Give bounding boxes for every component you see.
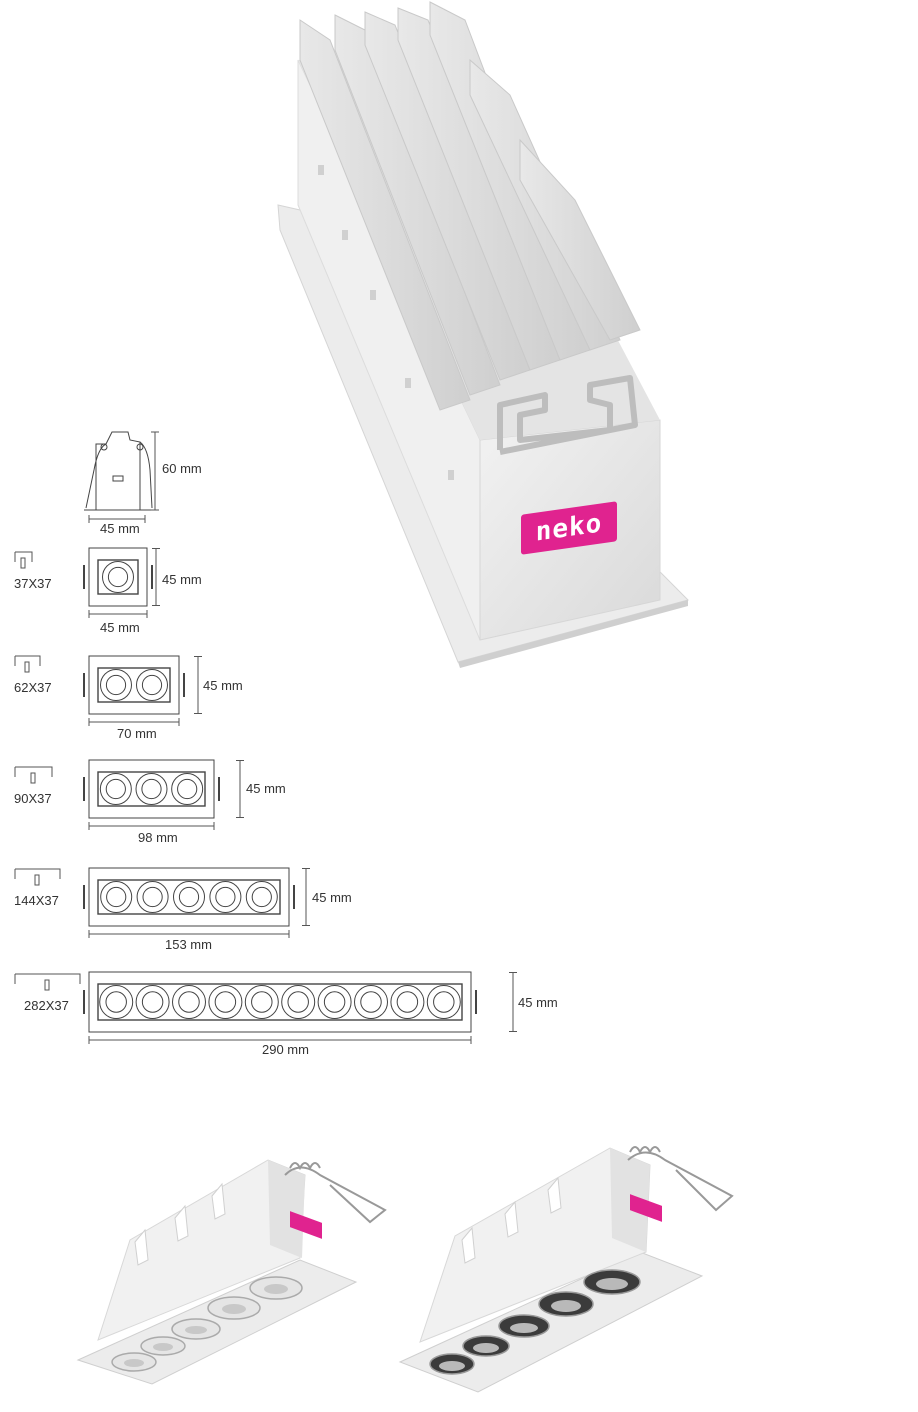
variant-height-label: 45 mm xyxy=(203,678,243,693)
hero-product-image xyxy=(277,1,689,668)
profile-diagram xyxy=(84,431,159,523)
variant-height-label: 45 mm xyxy=(246,781,286,796)
brand-logo-text: neko xyxy=(535,508,603,548)
cutout-bracket-icon xyxy=(14,973,81,991)
height-dimension-line xyxy=(194,656,202,714)
variant-code: 62X37 xyxy=(14,680,52,695)
cutout-bracket-icon xyxy=(14,868,61,886)
variant-width-label: 45 mm xyxy=(100,620,140,635)
reflector-version-image xyxy=(76,1159,387,1385)
variant-front-view xyxy=(83,547,153,618)
variant-width-label: 98 mm xyxy=(138,830,178,845)
variant-height-label: 45 mm xyxy=(312,890,352,905)
variant-width-label: 70 mm xyxy=(117,726,157,741)
height-dimension-line xyxy=(236,760,244,818)
cutout-bracket-icon xyxy=(14,551,33,569)
variant-code: 282X37 xyxy=(24,998,69,1013)
height-dimension-line xyxy=(509,972,517,1032)
variant-code: 144X37 xyxy=(14,893,59,908)
height-dimension-line xyxy=(152,548,160,606)
variant-front-view xyxy=(83,971,477,1044)
black-cup-version-image xyxy=(398,1146,734,1393)
variant-front-view xyxy=(83,867,295,938)
cutout-bracket-icon xyxy=(14,766,53,784)
profile-width-label: 45 mm xyxy=(100,521,140,536)
height-dimension-line xyxy=(302,868,310,926)
cutout-bracket-icon xyxy=(14,655,41,673)
variant-code: 37X37 xyxy=(14,576,52,591)
variant-height-label: 45 mm xyxy=(162,572,202,587)
variant-front-view xyxy=(83,759,220,830)
variant-code: 90X37 xyxy=(14,791,52,806)
variant-width-label: 290 mm xyxy=(262,1042,309,1057)
variant-height-label: 45 mm xyxy=(518,995,558,1010)
variant-width-label: 153 mm xyxy=(165,937,212,952)
profile-height-label: 60 mm xyxy=(162,461,202,476)
variant-front-view xyxy=(83,655,185,726)
